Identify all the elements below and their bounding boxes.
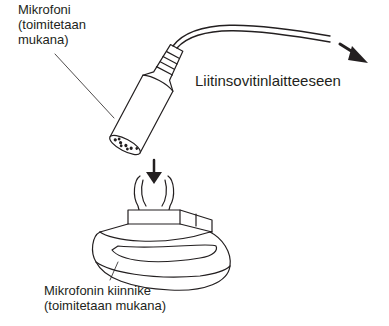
- part-label: Mikrofoni (toimitetaan mukana): [18, 2, 110, 47]
- microphone-holder: [93, 176, 231, 290]
- direction-label: Liitinsovitinlaitteeseen: [195, 72, 385, 89]
- part-label: Mikrofonin kiinnike (toimitetaan mukana): [44, 283, 214, 313]
- cable: [173, 25, 330, 46]
- leader-line: [55, 54, 114, 118]
- microphone: [107, 40, 191, 158]
- insert-arrow: [146, 160, 162, 184]
- cable: [177, 31, 330, 48]
- leader-line: [110, 262, 118, 280]
- direction-arrow: [340, 44, 368, 63]
